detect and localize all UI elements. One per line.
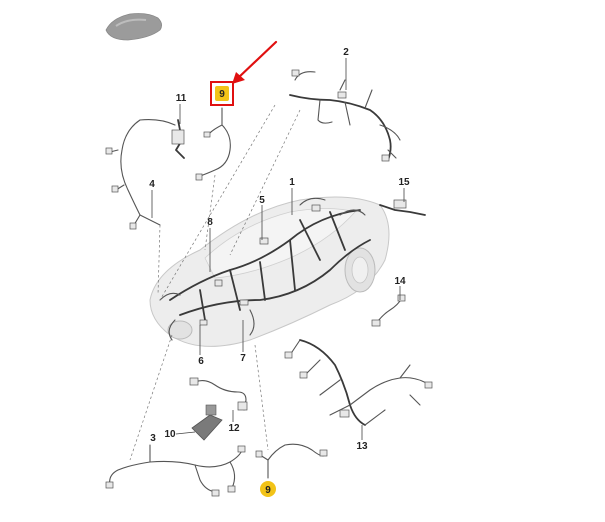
callout-9-top: 9 bbox=[219, 89, 225, 100]
car-body-outline bbox=[149, 196, 390, 347]
callout-6: 6 bbox=[198, 356, 204, 367]
main-harness[interactable] bbox=[159, 197, 371, 341]
callout-labels: 1 2 3 4 5 6 7 8 10 11 12 13 14 15 bbox=[149, 47, 410, 452]
harness-14[interactable] bbox=[371, 286, 406, 327]
harness-2[interactable] bbox=[289, 58, 401, 162]
callout-5: 5 bbox=[259, 195, 265, 206]
callout-4: 4 bbox=[149, 179, 155, 190]
selection-box bbox=[210, 81, 234, 106]
highlight-9-bottom[interactable]: 9 bbox=[260, 481, 276, 497]
callout-11: 11 bbox=[176, 93, 187, 104]
callout-7: 7 bbox=[240, 353, 246, 364]
harness-13[interactable] bbox=[284, 339, 433, 440]
callout-12: 12 bbox=[228, 423, 240, 434]
callout-2: 2 bbox=[343, 47, 349, 58]
harness-3[interactable] bbox=[105, 444, 246, 497]
callout-15: 15 bbox=[398, 177, 410, 188]
harness-12[interactable] bbox=[189, 377, 248, 422]
harness-15[interactable] bbox=[379, 188, 426, 216]
car-silhouette-icon[interactable] bbox=[105, 13, 162, 41]
callout-9-bottom: 9 bbox=[265, 485, 271, 496]
harness-4[interactable] bbox=[105, 119, 176, 230]
part-10[interactable] bbox=[175, 404, 223, 441]
badge-9-top bbox=[215, 86, 229, 101]
harness-9-top[interactable] bbox=[195, 107, 231, 181]
leader-lines bbox=[199, 188, 293, 355]
callout-8: 8 bbox=[207, 217, 213, 228]
dashed-leaders bbox=[129, 104, 301, 461]
harness-11[interactable] bbox=[171, 104, 185, 159]
callout-1: 1 bbox=[289, 177, 295, 188]
highlight-9-top[interactable]: 9 bbox=[210, 81, 234, 106]
badge-9-bottom bbox=[260, 481, 276, 497]
red-arrow-icon bbox=[232, 40, 278, 84]
callout-14: 14 bbox=[394, 276, 406, 287]
harness-9-bottom[interactable] bbox=[255, 443, 328, 479]
callout-10: 10 bbox=[164, 429, 176, 440]
callout-3: 3 bbox=[150, 433, 156, 444]
callout-13: 13 bbox=[356, 441, 368, 452]
